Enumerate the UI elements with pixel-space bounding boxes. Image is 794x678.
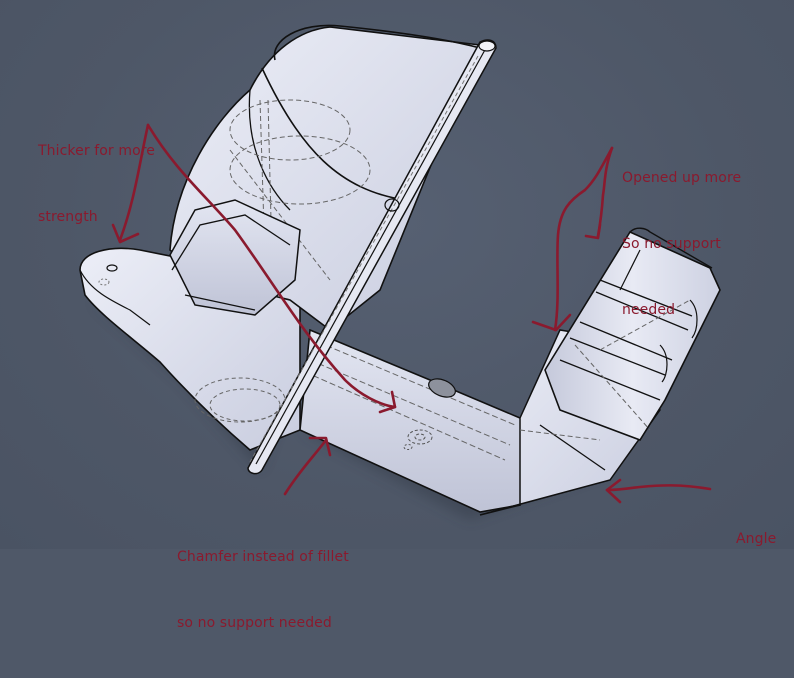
annotation-line: needed (622, 302, 676, 318)
arrow-thicker-left (118, 123, 150, 242)
annotation-opened: Opened up more So no support needed (622, 123, 741, 365)
vertical-rail (247, 39, 497, 475)
annotation-thicker: Thicker for more strength (38, 96, 155, 272)
arrow-opened-left (553, 146, 614, 332)
annotation-line: So no support (622, 236, 721, 252)
annotation-line: Angle (736, 531, 777, 547)
arrow-angle (605, 484, 712, 492)
screw-hole-icon (106, 264, 118, 272)
annotation-line: Opened up more (622, 170, 742, 186)
annotation-chamfer: Chamfer instead of fillet so no support … (177, 502, 349, 678)
annotation-arrows (111, 123, 712, 504)
cup-cylinder (169, 24, 482, 332)
bottom-arm (299, 328, 541, 513)
annotation-line: Chamfer instead of fillet (177, 549, 349, 565)
arm-hole-icon (428, 378, 456, 398)
cad-viewport[interactable]: Thicker for more strength Opened up more… (0, 0, 794, 631)
hex-boss (169, 199, 301, 316)
arrow-thicker-right (146, 123, 397, 409)
annotation-line: Thicker for more (38, 143, 156, 159)
annotation-line: strength (38, 209, 98, 225)
3d-model-render (79, 24, 721, 520)
annotation-line: so no support needed (177, 615, 332, 631)
right-clip (544, 227, 721, 441)
annotation-angle: Angle (736, 484, 776, 594)
arrow-chamfer (283, 438, 328, 496)
